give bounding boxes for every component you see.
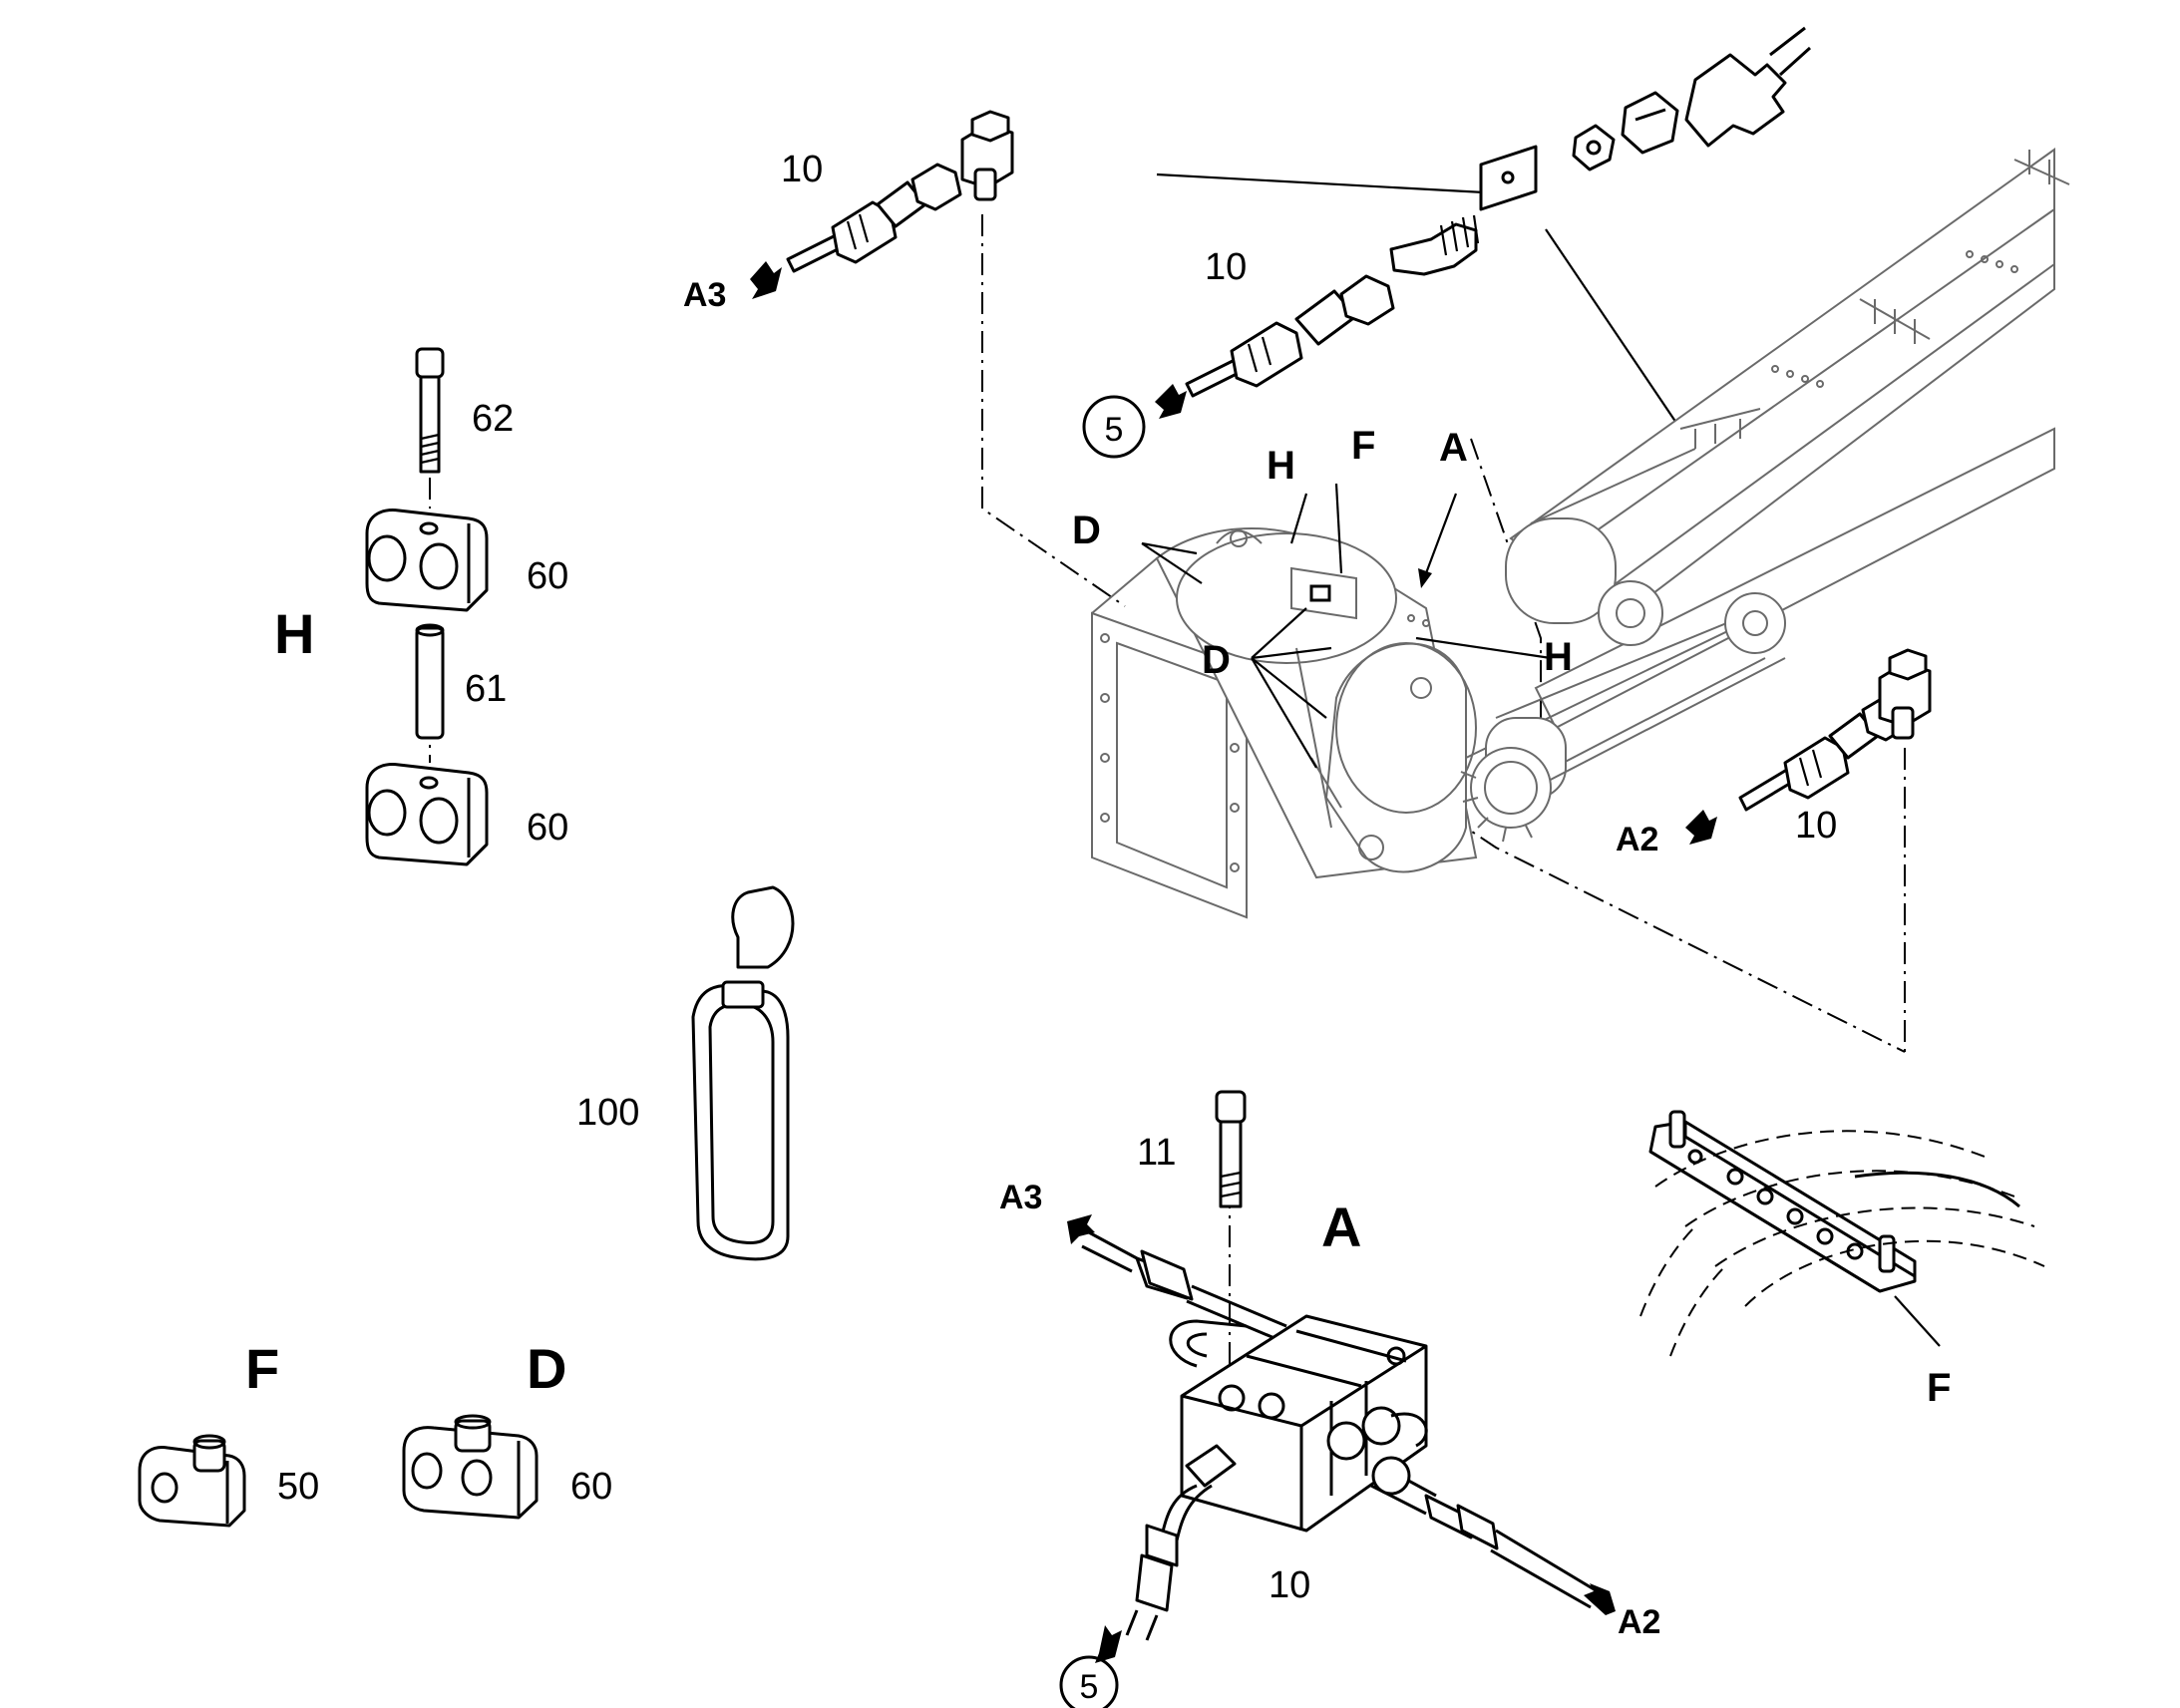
label-5-bottom: 5 <box>1080 1668 1099 1706</box>
label-group-d: D <box>527 1337 566 1400</box>
label-10-right: 10 <box>1795 805 1837 847</box>
label-a3-top: A3 <box>683 276 726 314</box>
label-group-f: F <box>245 1337 279 1400</box>
boom-assembly <box>1091 148 2070 919</box>
arrow-a2-lower <box>1584 1583 1616 1615</box>
circle-5-bottom <box>1059 1655 1119 1708</box>
group-f-distribution <box>1639 1110 2045 1357</box>
hose-assembly-top-right <box>1389 26 1812 276</box>
label-f-upper: F <box>1351 424 1375 468</box>
loop-band-100 <box>691 885 795 1261</box>
label-60-d: 60 <box>570 1466 612 1508</box>
bolt-62 <box>415 347 445 379</box>
arrow-5-top <box>1155 384 1187 419</box>
label-h-upper: H <box>1267 444 1295 488</box>
label-group-a: A <box>1321 1196 1361 1258</box>
group-a-valve-block <box>1081 1090 1597 1641</box>
label-a-upper: A <box>1439 426 1468 470</box>
arrow-5-bottom <box>1095 1625 1122 1663</box>
label-f-lower: F <box>1927 1366 1951 1410</box>
bolt-11 <box>1215 1090 1247 1124</box>
arrow-a3-top <box>750 261 782 299</box>
label-10-top-center: 10 <box>1205 246 1247 288</box>
group-h-parts <box>365 347 489 866</box>
label-60-bottom: 60 <box>527 807 568 849</box>
label-5-top: 5 <box>1105 411 1124 449</box>
arrow-a3-lower <box>1067 1214 1095 1244</box>
label-62: 62 <box>472 398 514 440</box>
label-group-h: H <box>274 602 314 665</box>
clamp-60-lower <box>365 763 489 866</box>
part-60-d <box>402 1414 539 1520</box>
part-50 <box>138 1434 246 1528</box>
label-d-upper: D <box>1072 509 1101 552</box>
label-100: 100 <box>576 1092 639 1134</box>
fitting-top-left <box>786 110 1014 273</box>
label-a3-lower: A3 <box>999 1179 1042 1216</box>
labels: 10 A3 10 5 62 60 H 61 60 H F A D D H A2 … <box>245 149 1951 1708</box>
label-a2-right: A2 <box>1616 821 1658 858</box>
label-60-top: 60 <box>527 555 568 597</box>
label-10-block: 10 <box>1269 1564 1310 1606</box>
fitting-right <box>1738 648 1932 812</box>
label-d-mid: D <box>1202 638 1231 682</box>
arrow-a2-right <box>1685 810 1717 845</box>
label-a2-lower: A2 <box>1618 1603 1660 1641</box>
spacer-61 <box>415 626 445 740</box>
direction-arrows <box>750 261 1941 1663</box>
label-10-top-left: 10 <box>781 149 823 190</box>
circle-5-top <box>1082 395 1146 459</box>
fitting-top-center <box>1185 274 1395 398</box>
label-50: 50 <box>277 1466 319 1508</box>
clamp-60-upper <box>365 509 489 612</box>
label-h-mid: H <box>1544 635 1573 679</box>
label-11: 11 <box>1137 1132 1176 1174</box>
label-61: 61 <box>465 668 507 710</box>
